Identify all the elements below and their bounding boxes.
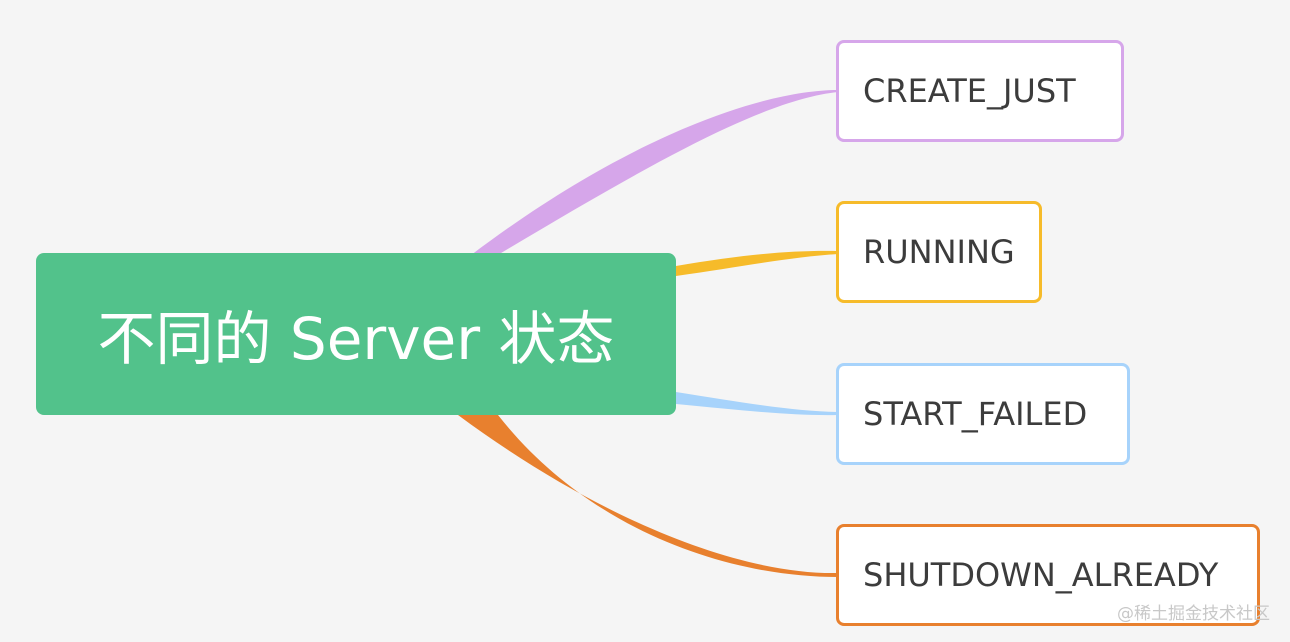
child-node-label: CREATE_JUST bbox=[863, 72, 1076, 110]
connector-running bbox=[676, 250, 838, 276]
root-node: 不同的 Server 状态 bbox=[36, 253, 676, 415]
child-node-start-failed: START_FAILED bbox=[836, 363, 1130, 465]
child-node-label: SHUTDOWN_ALREADY bbox=[863, 556, 1219, 594]
watermark-text: @稀土掘金技术社区 bbox=[1117, 604, 1270, 624]
root-node-label: 不同的 Server 状态 bbox=[97, 305, 615, 373]
child-node-running: RUNNING bbox=[836, 201, 1042, 303]
child-node-create-just: CREATE_JUST bbox=[836, 40, 1124, 142]
connector-shutdown-already bbox=[458, 415, 838, 577]
connector-start-failed bbox=[676, 392, 838, 416]
connector-create-just bbox=[462, 90, 838, 262]
child-node-label: START_FAILED bbox=[863, 395, 1088, 433]
child-node-label: RUNNING bbox=[863, 233, 1015, 271]
child-node-shutdown-already: SHUTDOWN_ALREADY bbox=[836, 524, 1260, 626]
